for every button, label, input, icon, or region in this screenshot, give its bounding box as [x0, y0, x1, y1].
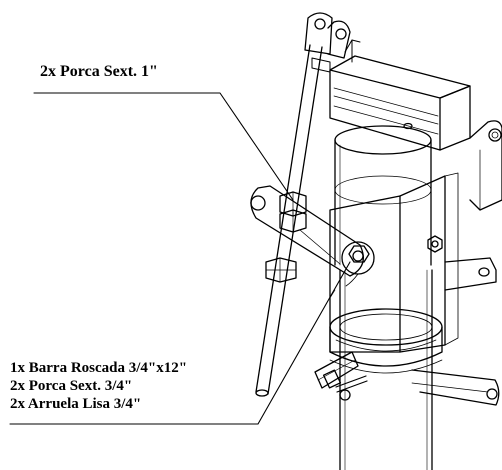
callout-bottom-line-2: 2x Porca Sext. 3/4" — [10, 378, 133, 394]
pivot-bolt — [341, 241, 375, 287]
clamp-bolt — [314, 351, 368, 401]
link-arm — [250, 185, 364, 277]
leader-lines — [9, 92, 351, 425]
callout-top-line-1: 2x Porca Sext. 1" — [40, 63, 158, 80]
rod-clevis — [304, 12, 351, 73]
lower-right-arm — [411, 369, 500, 406]
callout-top-nut-label: 2x Porca Sext. 1" — [40, 64, 158, 80]
callout-bottom-line-1: 1x Barra Roscada 3/4"x12" — [10, 360, 188, 376]
lower-clamp — [329, 308, 443, 374]
threaded-rod — [255, 44, 323, 397]
lower-rod-nut — [265, 257, 297, 283]
callout-bottom-parts-label: 1x Barra Roscada 3/4"x12" 2x Porca Sext.… — [10, 361, 187, 415]
upper-cylinder — [334, 125, 432, 266]
body-plate — [329, 172, 459, 353]
top-beam — [329, 39, 471, 151]
mast — [339, 269, 433, 470]
body-nut — [427, 235, 443, 253]
right-tab — [444, 257, 497, 291]
callout-bottom-line-3: 2x Arruela Lisa 3/4" — [10, 396, 142, 412]
upper-nut-pair — [279, 191, 307, 233]
right-bracket — [469, 120, 502, 211]
